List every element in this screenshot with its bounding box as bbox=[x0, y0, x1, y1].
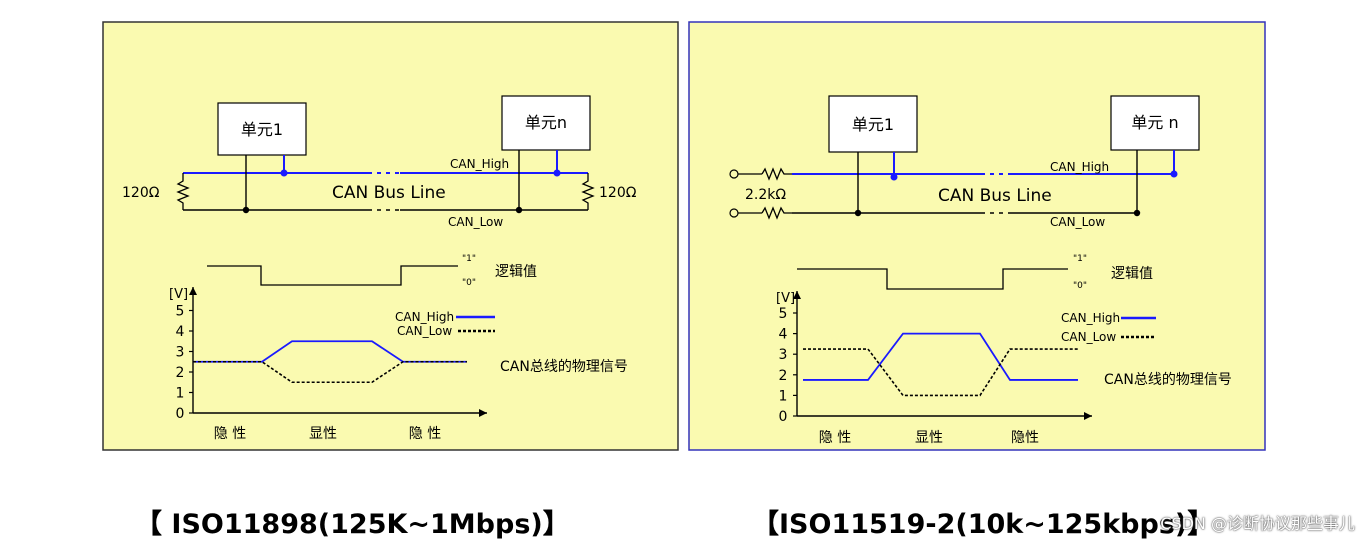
y-tick-label: 3 bbox=[779, 347, 788, 363]
node1-low-junction bbox=[242, 206, 250, 214]
node-box-1 bbox=[828, 95, 918, 153]
caption-iso11519: 【ISO11519-2(10k~125kbps)】 bbox=[752, 509, 1215, 540]
y-tick-label: 0 bbox=[176, 406, 185, 422]
logic-value-label: 逻辑值 bbox=[1111, 266, 1153, 282]
legend-low-label: CAN_Low bbox=[397, 324, 452, 338]
x-label-dominant: 显性 bbox=[309, 426, 337, 442]
node1-high-junction bbox=[890, 173, 898, 181]
node-box-1 bbox=[217, 102, 307, 156]
panel-background bbox=[102, 21, 679, 451]
panel-iso11898: 单元1 单元n 120Ω 120Ω CAN_High CAN Bus Line … bbox=[102, 21, 679, 451]
logic-zero-label: "0" bbox=[1073, 281, 1087, 291]
panel-background bbox=[688, 21, 1266, 451]
x-label-recessive-1: 隐 性 bbox=[819, 430, 851, 446]
resistor-low bbox=[761, 206, 792, 220]
node-label-1: 单元1 bbox=[852, 115, 894, 134]
y-axis-arrow bbox=[793, 291, 801, 299]
node-box-n bbox=[1110, 95, 1200, 151]
voltage-chart-iso11898: 0 1 2 3 4 5 bbox=[176, 287, 487, 422]
logic-one-label: "1" bbox=[1073, 254, 1087, 264]
node-label-n: 单元n bbox=[525, 113, 567, 132]
terminal-high bbox=[729, 169, 739, 179]
legend-low-label: CAN_Low bbox=[1061, 330, 1116, 344]
node1-low-junction bbox=[854, 209, 862, 217]
watermark: CSDN @诊断协议那些事儿 bbox=[1160, 514, 1355, 533]
x-label-recessive-1: 隐 性 bbox=[214, 426, 246, 442]
resistor-right bbox=[581, 173, 595, 210]
y-tick-label: 5 bbox=[779, 306, 788, 322]
panel-iso11519: 单元1 单元 n 2.2kΩ CAN_High CAN Bus Line CAN… bbox=[688, 21, 1266, 451]
legend-high-label: CAN_High bbox=[1061, 311, 1120, 325]
y-tick-label: 4 bbox=[176, 324, 185, 340]
resistor-label: 2.2kΩ bbox=[745, 187, 786, 203]
node1-high-junction bbox=[280, 169, 288, 177]
y-tick-label: 1 bbox=[176, 386, 185, 402]
x-label-recessive-2: 隐性 bbox=[1011, 430, 1039, 446]
x-axis-arrow bbox=[479, 409, 487, 417]
can-low-label: CAN_Low bbox=[1050, 215, 1105, 229]
resistor-right-label: 120Ω bbox=[599, 185, 637, 201]
series-can-high bbox=[803, 332, 1078, 381]
logic-one-label: "1" bbox=[462, 254, 476, 264]
caption-iso11898: 【 ISO11898(125K~1Mbps)】 bbox=[135, 509, 570, 540]
terminal-low bbox=[729, 208, 739, 218]
resistor-high bbox=[761, 167, 792, 181]
bus-line-label: CAN Bus Line bbox=[938, 186, 1052, 206]
logic-zero-label: "0" bbox=[462, 278, 476, 288]
y-tick-label: 5 bbox=[176, 304, 185, 320]
series-can-low bbox=[803, 348, 1078, 397]
can-high-label: CAN_High bbox=[1050, 160, 1109, 174]
x-axis-arrow bbox=[1084, 412, 1092, 420]
noden-high-junction bbox=[1170, 170, 1178, 178]
y-tick-label: 1 bbox=[779, 388, 788, 404]
legend-high-label: CAN_High bbox=[395, 310, 454, 324]
resistor-left-label: 120Ω bbox=[122, 185, 160, 201]
voltage-chart-iso11519: 0 1 2 3 4 5 bbox=[779, 291, 1092, 425]
y-tick-label: 0 bbox=[779, 409, 788, 425]
noden-low-junction bbox=[515, 206, 523, 214]
can-high-label: CAN_High bbox=[450, 157, 509, 171]
signal-label: CAN总线的物理信号 bbox=[1104, 372, 1232, 388]
logic-value-label: 逻辑值 bbox=[495, 264, 537, 280]
y-tick-label: 2 bbox=[176, 365, 185, 381]
x-label-recessive-2: 隐 性 bbox=[409, 426, 441, 442]
node-label-1: 单元1 bbox=[241, 120, 283, 139]
series-can-low bbox=[193, 360, 467, 384]
x-label-dominant: 显性 bbox=[915, 430, 943, 446]
y-tick-label: 2 bbox=[779, 368, 788, 384]
signal-label: CAN总线的物理信号 bbox=[500, 359, 628, 375]
can-low-label: CAN_Low bbox=[448, 215, 503, 229]
logic-waveform bbox=[207, 265, 458, 286]
noden-low-junction bbox=[1133, 209, 1141, 217]
y-unit-label: [V] bbox=[776, 291, 795, 306]
y-tick-label: 4 bbox=[779, 327, 788, 343]
resistor-left bbox=[176, 173, 190, 210]
noden-high-junction bbox=[553, 169, 561, 177]
y-unit-label: [V] bbox=[169, 287, 188, 302]
logic-waveform bbox=[797, 268, 1068, 290]
y-axis-arrow bbox=[189, 287, 197, 295]
node-label-n: 单元 n bbox=[1131, 113, 1178, 132]
y-tick-label: 3 bbox=[176, 345, 185, 361]
node-box-n bbox=[501, 95, 591, 151]
bus-line-label: CAN Bus Line bbox=[332, 183, 446, 203]
